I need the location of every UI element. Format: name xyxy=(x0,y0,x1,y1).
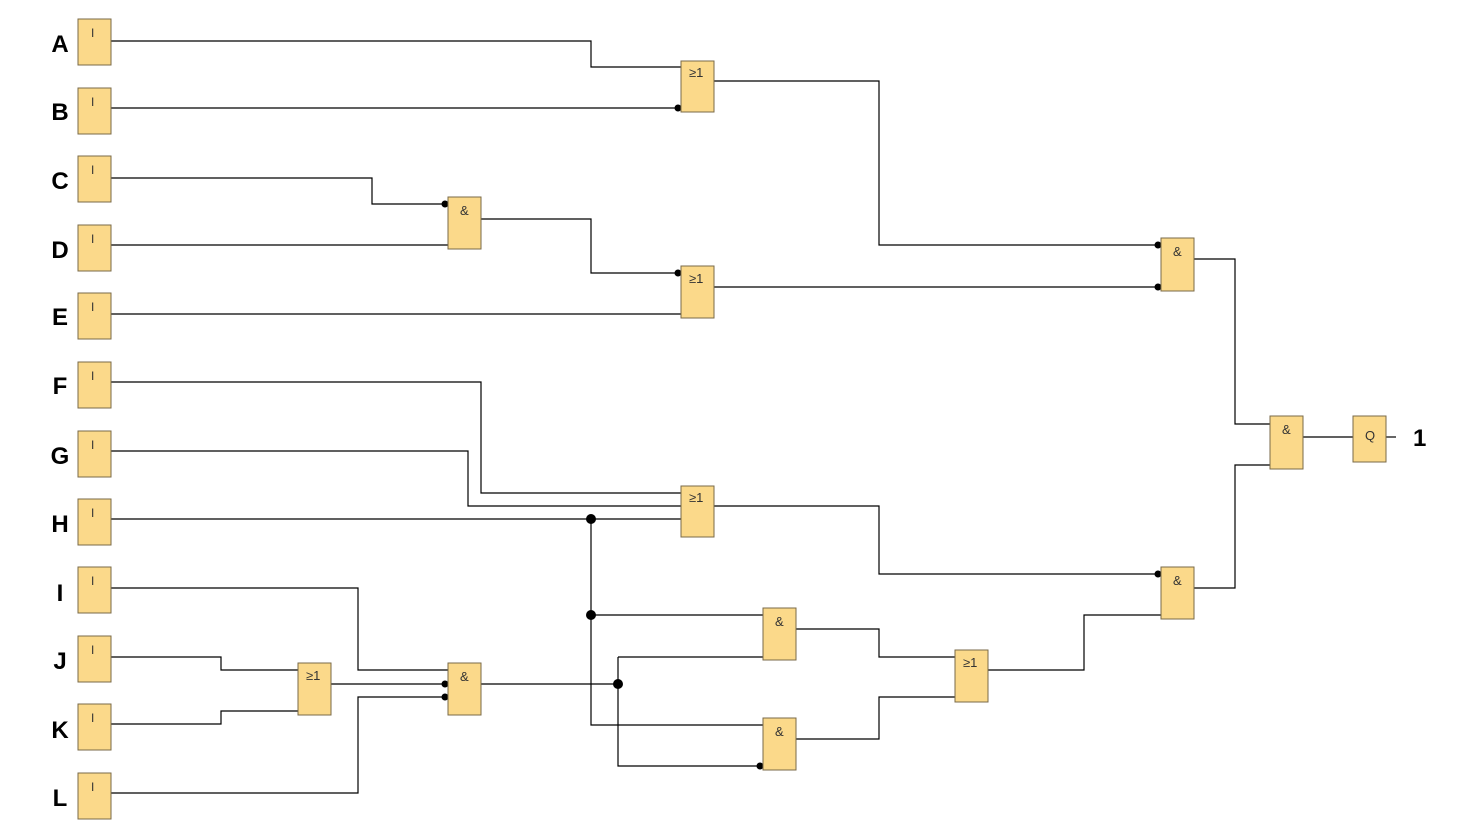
gate-symbol: ≥1 xyxy=(963,655,977,670)
gate-and-top[interactable]: & xyxy=(1160,237,1195,292)
input-dot-and-ijkl-1 xyxy=(441,680,449,688)
input-j[interactable]: J I xyxy=(53,635,112,683)
input-b[interactable]: B I xyxy=(51,87,112,135)
input-symbol: I xyxy=(91,369,94,383)
gate-and-low[interactable]: & xyxy=(1160,566,1195,620)
gate-symbol: & xyxy=(775,724,784,739)
input-label-e: E xyxy=(52,304,68,331)
junction-dot-ijkl xyxy=(613,679,623,689)
input-dot-and-low xyxy=(1154,570,1162,578)
wire-or-fgh-out xyxy=(714,505,1161,575)
input-blocks: A I B I C I D I E I F I G xyxy=(51,18,112,820)
gate-symbol: ≥1 xyxy=(689,271,703,286)
input-label-b: B xyxy=(51,99,68,126)
input-symbol: I xyxy=(91,26,94,40)
gate-symbol: & xyxy=(460,203,469,218)
input-dot-and-cd-c xyxy=(441,200,449,208)
input-label-f: F xyxy=(53,373,68,400)
wire-i xyxy=(111,587,448,671)
gate-symbol: ≥1 xyxy=(306,668,320,683)
input-dot-and-top-1 xyxy=(1154,241,1162,249)
gate-symbol: & xyxy=(460,669,469,684)
input-label-d: D xyxy=(51,237,68,264)
input-dot-or-cde xyxy=(674,269,682,277)
gate-symbol: ≥1 xyxy=(689,490,703,505)
input-symbol: I xyxy=(91,438,94,452)
input-symbol: I xyxy=(91,300,94,314)
input-dot-and-top-2 xyxy=(1154,283,1162,291)
input-symbol: I xyxy=(91,506,94,520)
input-symbol: I xyxy=(91,95,94,109)
input-i[interactable]: I I xyxy=(57,566,112,614)
input-k[interactable]: K I xyxy=(51,703,112,751)
gate-and-ijkl[interactable]: & xyxy=(447,662,482,716)
input-h[interactable]: H I xyxy=(51,498,112,546)
gate-symbol: ≥1 xyxy=(689,65,703,80)
wire-and-low-out xyxy=(1194,464,1270,589)
wire-and-m2-out xyxy=(796,696,955,740)
junction-dot-h xyxy=(586,514,596,524)
gate-and-m1[interactable]: & xyxy=(762,607,797,661)
input-label-g: G xyxy=(51,443,70,470)
wire-f xyxy=(111,381,681,494)
wire-or-ab-out xyxy=(714,80,1161,246)
input-label-j: J xyxy=(53,648,66,675)
gate-or-cde[interactable]: ≥1 xyxy=(680,265,715,319)
wire-ijkl-branch xyxy=(617,657,763,767)
wire-and-m1-out xyxy=(796,628,955,658)
output-symbol: Q xyxy=(1365,428,1375,443)
gate-symbol: & xyxy=(1173,244,1182,259)
output-q[interactable]: Q xyxy=(1352,415,1387,463)
wire-j xyxy=(111,656,298,671)
input-d[interactable]: D I xyxy=(51,224,112,272)
gate-or-m[interactable]: ≥1 xyxy=(954,649,989,703)
wire-or-m-out xyxy=(988,614,1161,671)
wire-g xyxy=(111,450,681,507)
gate-symbol: & xyxy=(775,614,784,629)
wire-l xyxy=(111,696,448,794)
gate-and-final[interactable]: & xyxy=(1269,415,1304,470)
input-c[interactable]: C I xyxy=(51,155,112,203)
gate-symbol: & xyxy=(1173,573,1182,588)
input-label-i: I xyxy=(57,580,64,607)
input-symbol: I xyxy=(91,711,94,725)
gate-or-fgh[interactable]: ≥1 xyxy=(680,485,715,538)
wire-h-branch xyxy=(590,519,763,726)
gate-symbol: & xyxy=(1282,422,1291,437)
input-a[interactable]: A I xyxy=(51,18,112,66)
input-dot-or-ab-b xyxy=(674,104,682,112)
wire-c xyxy=(111,177,448,205)
wire-and-top-out xyxy=(1194,258,1270,425)
input-symbol: I xyxy=(91,643,94,657)
input-label-l: L xyxy=(53,785,68,812)
connection-dots xyxy=(441,104,1162,770)
gate-and-m2[interactable]: & xyxy=(762,717,797,771)
wire-k xyxy=(111,710,298,725)
gate-or-ab[interactable]: ≥1 xyxy=(680,60,715,113)
wire-a xyxy=(111,40,681,68)
input-label-c: C xyxy=(51,168,68,195)
wires xyxy=(111,40,1396,794)
gates: ≥1 & ≥1 & ≥1 ≥1 & & xyxy=(297,60,1304,771)
input-e[interactable]: E I xyxy=(52,292,112,340)
input-symbol: I xyxy=(91,780,94,794)
input-l[interactable]: L I xyxy=(53,772,112,820)
input-symbol: I xyxy=(91,574,94,588)
input-label-h: H xyxy=(51,511,68,538)
input-label-a: A xyxy=(51,31,68,58)
input-dot-and-ijkl-2 xyxy=(441,693,449,701)
wire-and-cd-out xyxy=(481,218,681,274)
input-f[interactable]: F I xyxy=(53,361,112,409)
junction-dot-h-low xyxy=(586,610,596,620)
input-g[interactable]: G I xyxy=(51,430,112,478)
input-label-k: K xyxy=(51,717,69,744)
output-value: 1 xyxy=(1413,425,1426,452)
input-dot-and-m2 xyxy=(756,762,764,770)
gate-or-jk[interactable]: ≥1 xyxy=(297,662,332,716)
input-symbol: I xyxy=(91,163,94,177)
input-symbol: I xyxy=(91,232,94,246)
gate-and-cd[interactable]: & xyxy=(447,196,482,250)
